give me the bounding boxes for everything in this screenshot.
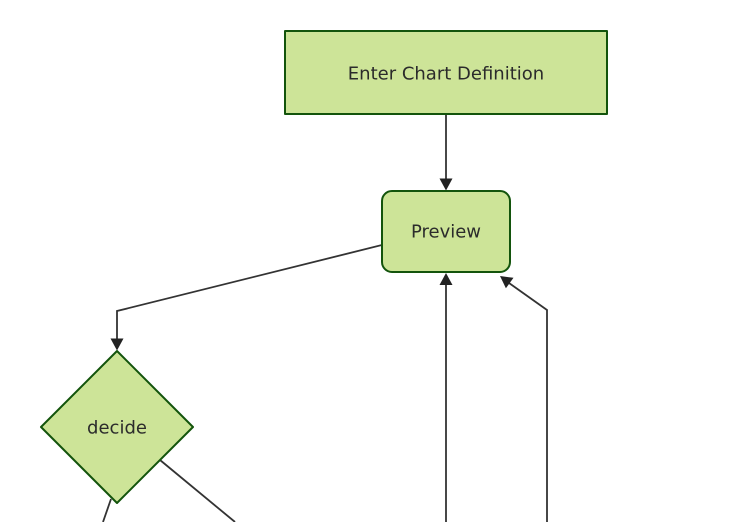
node-rectangle [284, 30, 608, 115]
edge-bottom-right-to-preview [500, 276, 548, 522]
arrowhead-up-icon [439, 273, 453, 285]
node-decide: decide [40, 350, 194, 504]
edge-decide-to-bottom-right [159, 459, 236, 522]
edge-preview-to-decide [110, 244, 383, 351]
arrowhead-down-icon [110, 338, 124, 351]
arrowhead-down-icon [439, 178, 453, 191]
edge-line [116, 244, 383, 339]
edge-bottom-center-to-preview [439, 273, 453, 522]
edge-enter-chart-definition-to-preview [439, 114, 453, 191]
edge-decide-to-bottom-left [102, 498, 112, 522]
node-diamond [40, 350, 194, 504]
node-preview: Preview [381, 190, 511, 273]
node-rounded-rectangle [381, 190, 511, 273]
node-label: decide [87, 418, 147, 439]
node-label: Preview [411, 222, 481, 243]
arrowhead-up-left-icon [500, 276, 514, 289]
edge-line [159, 459, 236, 522]
node-label: Enter Chart Definition [348, 64, 544, 85]
node-enter-chart-definition: Enter Chart Definition [284, 30, 608, 115]
edge-line [508, 282, 548, 522]
edge-line [102, 498, 112, 522]
